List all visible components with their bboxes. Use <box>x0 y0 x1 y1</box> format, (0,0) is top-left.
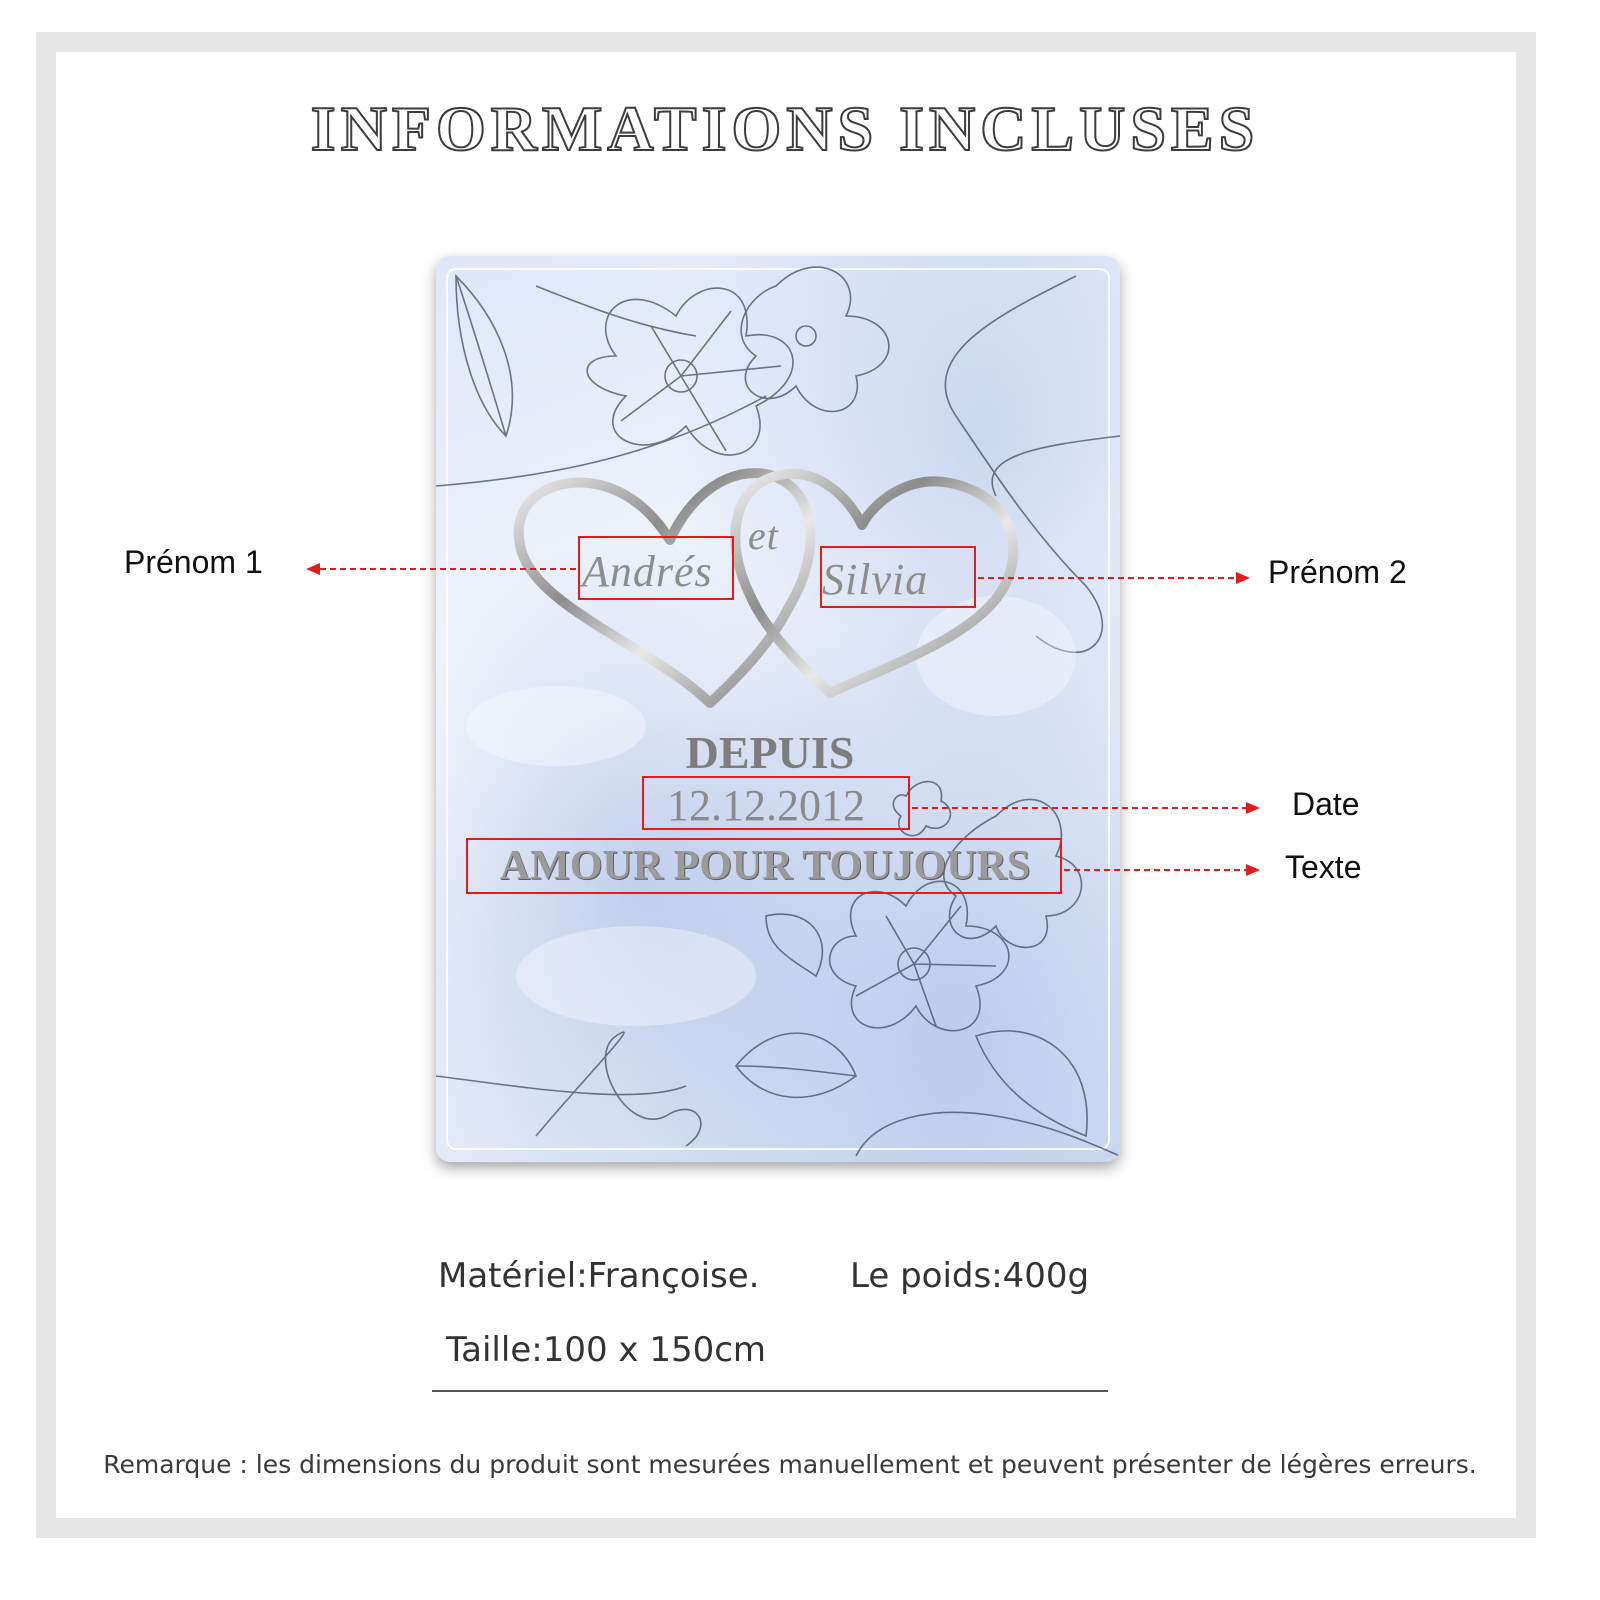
name-2-highlight-box <box>820 546 976 608</box>
text-highlight-box <box>466 838 1062 894</box>
callout-texte: Texte <box>1285 849 1362 885</box>
since-label: DEPUIS <box>685 727 855 778</box>
callout-date: Date <box>1292 786 1360 822</box>
left-heart <box>513 468 816 708</box>
connector-text: et <box>748 513 779 558</box>
date-highlight-box <box>642 776 910 830</box>
weight-spec: Le poids:400g <box>850 1256 1090 1296</box>
name-1-text: Andrés <box>582 547 713 596</box>
name-2-text: Silvia <box>822 555 929 604</box>
blanket-image <box>436 256 1120 1162</box>
interlocked-hearts <box>513 468 1019 708</box>
name-1-highlight-box <box>578 536 734 600</box>
floral-decoration <box>436 266 1120 1157</box>
divider-line <box>432 1390 1108 1392</box>
right-heart <box>730 468 1019 698</box>
remark-note: Remarque : les dimensions du produit son… <box>103 1450 1477 1479</box>
love-text: AMOUR POUR TOUJOURS <box>499 843 1031 889</box>
callout-prenom-2: Prénom 2 <box>1268 554 1407 590</box>
material-spec: Matériel:Françoise. <box>438 1256 760 1296</box>
size-spec: Taille:100 x 150cm <box>446 1330 767 1370</box>
page-title: INFORMATIONS INCLUSES <box>310 92 1260 165</box>
date-text: 12.12.2012 <box>667 781 865 830</box>
callout-prenom-1: Prénom 1 <box>124 544 263 580</box>
